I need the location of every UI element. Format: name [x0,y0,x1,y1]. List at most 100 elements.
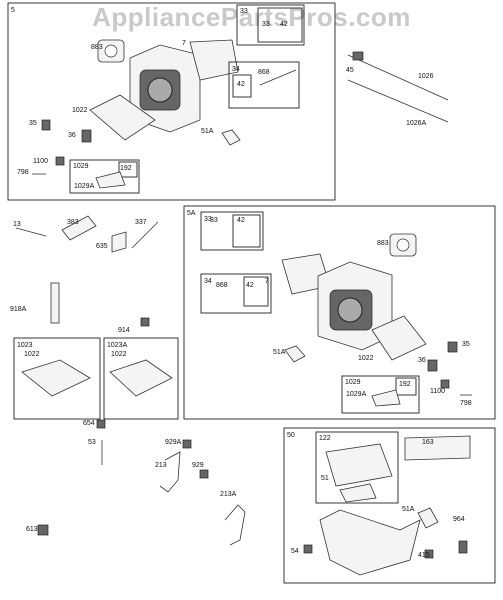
callout-868: 868 [258,69,270,76]
cover-gasket-5a-1022-shape [371,315,427,361]
callout-53: 53 [88,439,96,446]
callout-213: 213 [155,462,167,469]
callout-635: 635 [96,243,108,250]
part-337-shape [131,221,159,249]
subgroup-5a-1029-label: 1029 [345,379,361,386]
group-1023a-frame [103,337,179,420]
subgroup-5a-33-inner-frame [232,214,261,248]
callout-5a-51a: 51A [273,349,286,356]
subgroup-5a-33-label: 33 [204,216,212,223]
nut-54-shape [303,544,313,554]
part-213-shape [159,451,181,493]
gasket-5a-51a-shape [284,345,306,363]
subgroup-5a-34-frame [200,273,272,314]
callout-654: 654 [83,420,95,427]
subgroup-5a-1029-inner-frame [395,377,417,396]
callout-798: 798 [17,169,29,176]
callout-5a-1100: 1100 [430,388,445,395]
callout-5a-35: 35 [462,341,470,348]
rocker-5a-1029a-shape [371,389,401,407]
callout-5a-1022: 1022 [358,355,374,362]
callout-5a-42: 42 [237,217,245,224]
callout-45: 45 [346,67,354,74]
callout-914: 914 [118,327,130,334]
subgroup-1029-inner-frame [118,161,138,178]
group-1023a-label: 1023A [107,342,128,349]
group-50-label: 50 [287,432,295,439]
group-5a-frame [183,205,496,420]
clip-5a-1100-shape [440,379,450,389]
callout-163: 163 [422,439,434,446]
callout-42: 42 [280,21,288,28]
callout-1026: 1026 [418,73,434,80]
gasket-122-shape [325,443,393,487]
subgroup-122-frame [315,431,399,504]
callout-883: 883 [91,44,103,51]
callout-36: 36 [68,132,76,139]
callout-7: 7 [182,40,186,47]
callout-1026a: 1026A [406,120,427,127]
part-654-shape [96,419,106,429]
subgroup-5a-34-label: 34 [204,278,212,285]
subgroup-33-inner-frame [257,7,303,43]
callout-1100: 1100 [33,158,48,165]
callout-5a-883: 883 [377,240,389,247]
head-gasket-7-shape [189,39,239,81]
subgroup-34-label: 34 [232,66,240,73]
subgroup-34-frame [228,61,300,109]
manifold-shape [319,509,421,576]
callout-50-51a: 51A [402,506,415,513]
callout-1023a-1022: 1022 [111,351,127,358]
callout-383: 383 [67,219,79,226]
callout-5a-868: 868 [216,282,228,289]
subgroup-1029-frame [69,159,140,194]
callout-35: 35 [29,120,37,127]
callout-1022: 1022 [72,107,88,114]
callout-51: 51 [321,475,329,482]
cylinder-head-shape [129,44,201,133]
subgroup-33-label: 33 [240,8,248,15]
callout-1023-1022: 1022 [24,351,40,358]
gasket-51-shape [339,483,377,503]
part-929a-shape [182,439,192,449]
callout-918a: 918A [10,306,27,313]
callout-51a: 51A [201,128,214,135]
group-1023-label: 1023 [17,342,33,349]
callout-5a-7: 7 [265,278,269,285]
callout-964: 964 [453,516,465,523]
callout-5a-33: 33 [210,217,218,224]
group-5-frame [7,2,336,201]
callout-54: 54 [291,548,299,555]
spring-5a-36-shape [427,359,438,372]
callout-5a-798: 798 [460,400,472,407]
callout-5a-1029a: 1029A [346,391,367,398]
pushrod-1026a-shape [347,79,449,123]
subgroup-33-frame [236,4,305,46]
callout-192: 192 [120,165,132,172]
group-5a-label: 5A [187,210,196,217]
spring-35-shape [41,119,51,131]
rocker-1029a-shape [95,171,126,189]
valve-shape [259,69,297,86]
part-383-shape [61,215,97,241]
part-213a-shape [224,504,246,546]
pushrod-1026-shape [347,54,449,101]
part-929-shape [199,469,209,479]
callout-5a-192: 192 [399,381,411,388]
callout-1029a: 1029A [74,183,95,190]
subgroup-34-inner-frame [232,74,252,98]
callout-42b: 42 [237,81,245,88]
cylinder-head-5a-shape [317,261,393,351]
callout-5a-42b: 42 [246,282,254,289]
group-5-label: 5 [11,7,15,14]
fitting-964-shape [458,540,468,554]
subgroup-5a-1029-frame [341,375,420,414]
cover-gasket-1022-shape [89,94,156,141]
part-635-shape [111,231,127,253]
gasket-883-shape [97,39,125,63]
callout-613: 613 [26,526,38,533]
subgroup-122-label: 122 [319,435,331,442]
seal-45-shape [352,51,364,61]
callout-213a: 213A [220,491,237,498]
